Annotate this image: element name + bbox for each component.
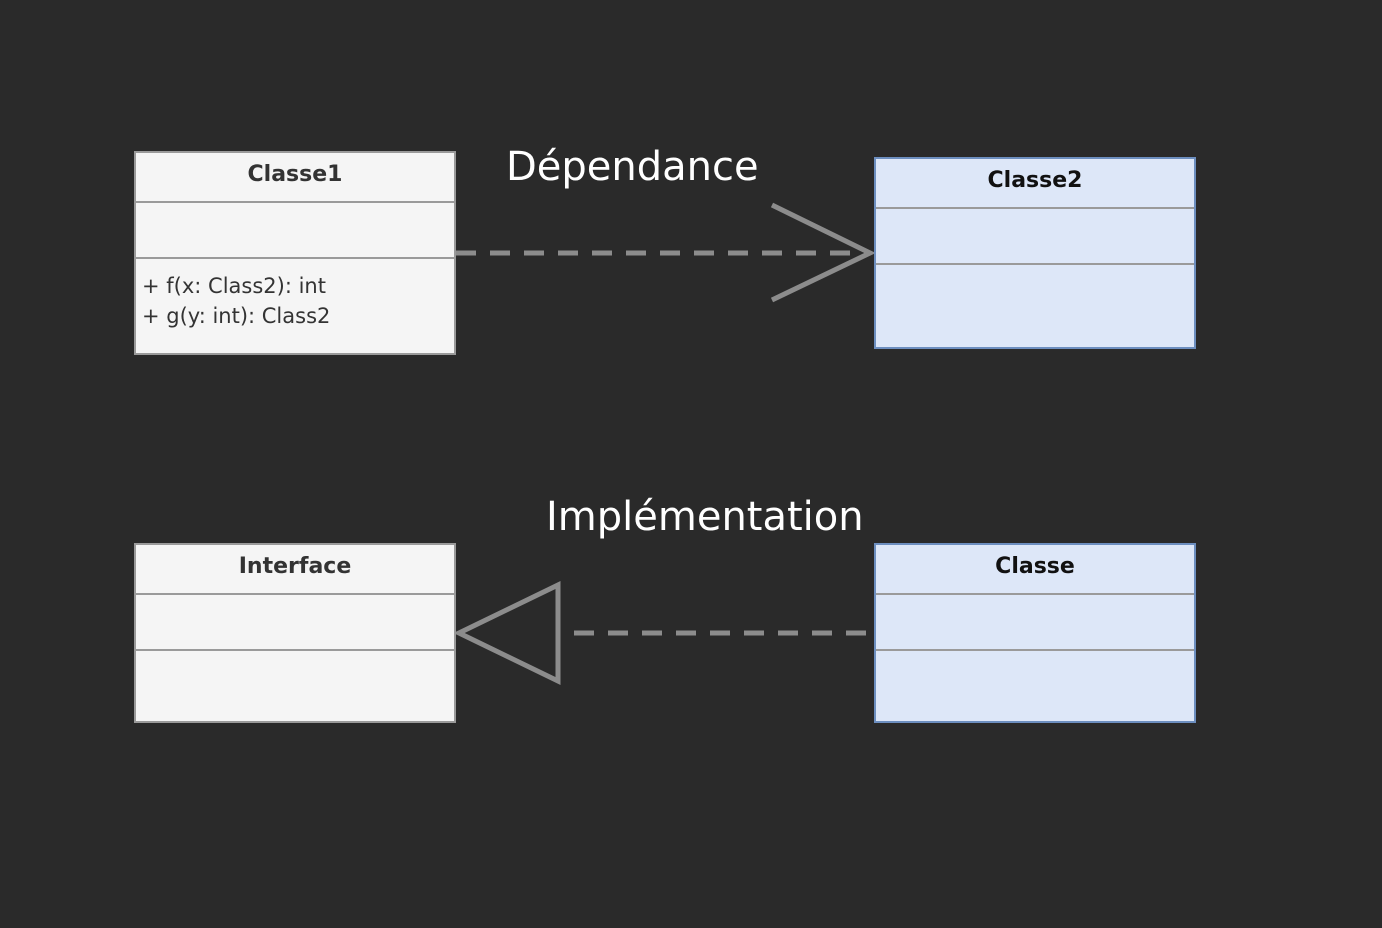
attributes-compartment (136, 201, 454, 257)
attributes-compartment (876, 207, 1194, 263)
class-name-classe: Classe (995, 554, 1075, 579)
methods-compartment (876, 649, 1194, 721)
dependency-open-arrowhead (770, 202, 876, 303)
attributes-compartment (136, 593, 454, 649)
methods-compartment: + f(x: Class2): int + g(y: int): Class2 (136, 257, 454, 353)
methods-compartment (136, 649, 454, 721)
class-name-classe2: Classe2 (987, 168, 1083, 193)
class-box-classe[interactable]: Classe (874, 543, 1196, 723)
method-g: + g(y: int): Class2 (142, 304, 331, 328)
methods-compartment (876, 263, 1194, 345)
implementation-hollow-triangle (453, 581, 561, 685)
class-name-interface: Interface (238, 554, 352, 579)
method-f: + f(x: Class2): int (142, 274, 326, 298)
class-box-classe1[interactable]: Classe1 + f(x: Class2): int + g(y: int):… (134, 151, 456, 355)
dependency-label: Dépendance (506, 144, 759, 190)
implementation-label: Implémentation (546, 494, 864, 540)
class-name-classe1: Classe1 (247, 162, 343, 187)
attributes-compartment (876, 593, 1194, 649)
class-box-interface[interactable]: Interface (134, 543, 456, 723)
class-box-classe2[interactable]: Classe2 (874, 157, 1196, 349)
